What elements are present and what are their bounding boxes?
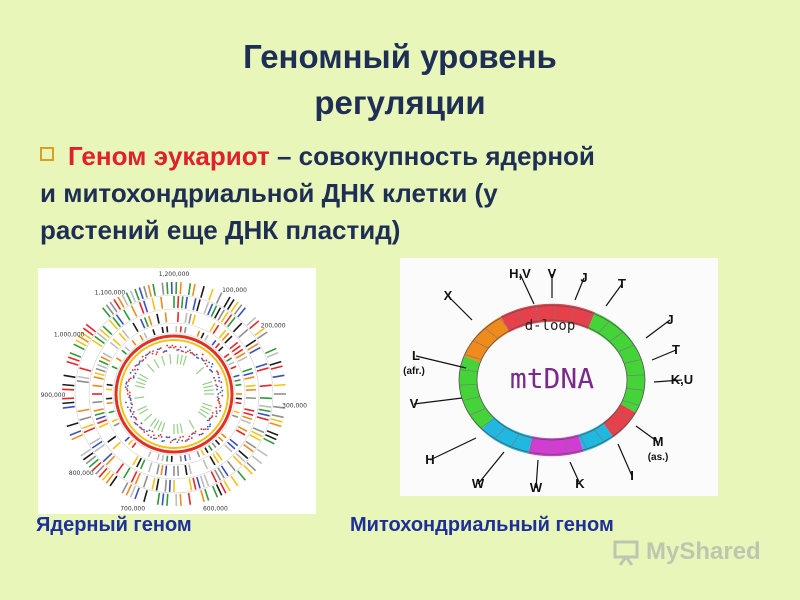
nuclear-tick-label: 1,100,000 <box>95 289 126 296</box>
nuclear-tick-label: 700,000 <box>120 506 145 513</box>
bullet-line-1-rest: совокупность ядерной <box>298 141 595 171</box>
dloop-label: d-loop <box>525 318 576 334</box>
mito-haplogroup-label: V <box>548 266 557 281</box>
nuclear-tick-label: 300,000 <box>282 403 307 410</box>
nuclear-genome-map: 1,200,000 100,000 200,000 300,000 1,100,000 1… <box>41 271 308 513</box>
caption-nuclear-genome: Ядерный геном <box>36 514 192 536</box>
caption-mito-genome: Митохондриальный геном <box>350 514 614 536</box>
nuclear-tick-label: 200,000 <box>261 323 286 330</box>
nuclear-genome-figure: 1,200,000 100,000 200,000 300,000 1,100,000 1… <box>38 268 316 514</box>
mito-haplogroup-label: (as.) <box>648 452 669 463</box>
mito-haplogroup-label: T <box>672 342 680 357</box>
nuclear-tick-label: 100,000 <box>222 287 247 294</box>
nuclear-tick-label: 1,200,000 <box>159 271 190 278</box>
mtdna-center-label: mtDNA <box>510 362 594 395</box>
mito-haplogroup-label: I <box>630 468 634 483</box>
bullet-term: Геном эукариот <box>68 141 270 171</box>
mito-haplogroup-label: (afr.) <box>403 366 425 377</box>
presentation-board-icon <box>613 540 639 566</box>
watermark-text: MyShared <box>646 538 761 565</box>
mito-haplogroup-label: X <box>444 288 453 303</box>
mito-haplogroup-label: H,V <box>509 266 531 281</box>
bullet-dash: – <box>276 141 292 171</box>
nuclear-tick-label: 600,000 <box>203 506 228 513</box>
nuclear-tick-label: 900,000 <box>41 392 66 399</box>
mito-haplogroup-label: W <box>530 480 543 495</box>
mito-haplogroup-label: T <box>618 276 626 291</box>
mito-haplogroup-label: J <box>580 270 587 285</box>
mito-haplogroup-label: W <box>472 476 485 491</box>
mito-haplogroup-label: K <box>575 476 585 491</box>
nuclear-tick-label: 1,000,000 <box>54 332 85 339</box>
bullet-text: Геном эукариот – совокупность ядерной и … <box>40 138 760 249</box>
mito-haplogroup-label: V <box>410 396 419 411</box>
slide-title-line-1: Геномный уровень <box>243 38 557 75</box>
mito-haplogroup-label: H <box>425 452 434 467</box>
nuclear-tick-label: 800,000 <box>69 470 94 477</box>
mito-haplogroup-label: L <box>412 348 420 363</box>
mito-haplogroup-label: K,U <box>671 372 693 387</box>
bullet-line-3: растений еще ДНК пластид) <box>40 215 401 245</box>
bullet-line-2: и митохондриальной ДНК клетки (у <box>40 178 498 208</box>
slide-title-line-2: регуляции <box>314 84 486 121</box>
slide-title: Геномный уровень регуляции <box>0 34 800 126</box>
mito-haplogroup-label: J <box>666 312 673 327</box>
mito-haplogroup-label: M <box>653 434 664 449</box>
watermark: MyShared <box>612 536 782 568</box>
square-bullet-icon <box>40 147 54 161</box>
